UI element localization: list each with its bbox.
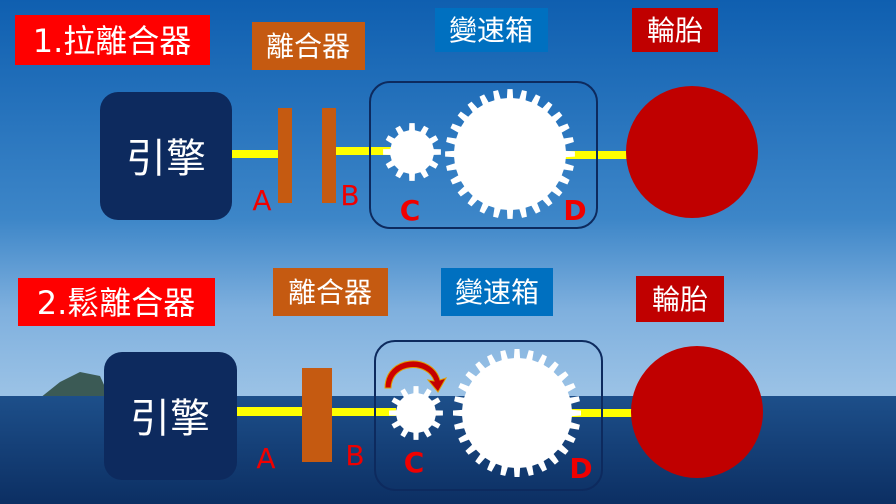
gear-c bbox=[383, 123, 441, 181]
section-2-title: 2.鬆離合器 bbox=[37, 284, 196, 322]
tire-label: 輪胎 bbox=[647, 14, 703, 47]
section-2-title-box bbox=[18, 278, 215, 326]
gear-c bbox=[389, 386, 443, 440]
gearbox-label: 變速箱 bbox=[455, 276, 539, 309]
engine-label: 引擎 bbox=[126, 136, 206, 182]
gearbox-label-box bbox=[441, 268, 553, 316]
engine-shaft bbox=[230, 150, 282, 158]
clutch-plate-a bbox=[278, 108, 292, 203]
tire-label-box bbox=[636, 276, 724, 322]
input-shaft bbox=[330, 408, 396, 416]
tire-label: 輪胎 bbox=[652, 283, 708, 316]
section-1-pull-clutch: 1.拉離合器 離合器 變速箱 輪胎 引擎 A B C D bbox=[15, 8, 758, 229]
tire-label-box bbox=[632, 8, 718, 52]
clutch-plate-b bbox=[322, 108, 336, 203]
clutch-label: 離合器 bbox=[266, 30, 350, 63]
gearbox-label: 變速箱 bbox=[449, 14, 533, 47]
gearbox-outline bbox=[374, 340, 603, 491]
input-shaft bbox=[334, 147, 392, 155]
engine-shaft bbox=[235, 407, 305, 416]
gearbox-outline bbox=[369, 81, 598, 229]
label-d: D bbox=[569, 452, 592, 485]
label-a: A bbox=[252, 184, 271, 217]
label-c: C bbox=[400, 194, 421, 227]
rotation-arrow-icon bbox=[384, 360, 448, 393]
clutch-plates-engaged bbox=[302, 368, 332, 462]
gear-d bbox=[445, 89, 575, 219]
clutch-label-box bbox=[252, 22, 365, 70]
label-c: C bbox=[404, 446, 425, 479]
clutch-label: 離合器 bbox=[288, 276, 372, 309]
island bbox=[40, 372, 110, 398]
tire bbox=[631, 346, 763, 478]
label-a: A bbox=[256, 442, 275, 475]
section-2-release-clutch: 2.鬆離合器 離合器 變速箱 輪胎 引擎 A B C D bbox=[18, 268, 763, 491]
section-1-title: 1.拉離合器 bbox=[33, 22, 192, 60]
engine-label: 引擎 bbox=[130, 396, 210, 442]
gearbox-label-box bbox=[435, 8, 548, 52]
gear-d bbox=[453, 349, 581, 477]
engine-box bbox=[100, 92, 232, 220]
label-b: B bbox=[340, 179, 359, 212]
label-d: D bbox=[563, 194, 586, 227]
tire bbox=[626, 86, 758, 218]
engine-box bbox=[104, 352, 237, 480]
clutch-label-box bbox=[273, 268, 388, 316]
section-1-title-box bbox=[15, 15, 210, 65]
label-b: B bbox=[345, 439, 364, 472]
